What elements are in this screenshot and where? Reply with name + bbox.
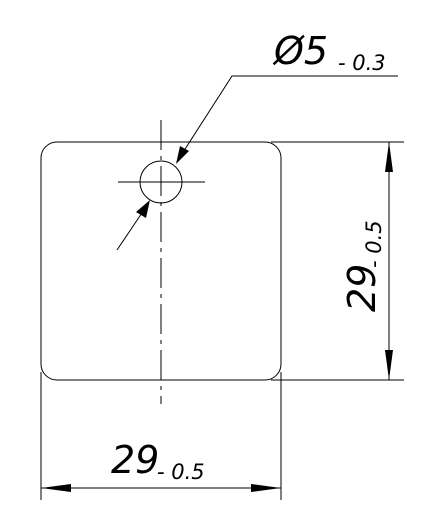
diameter-arrow-upper <box>176 146 189 164</box>
diameter-tolerance: - 0.3 <box>338 51 386 75</box>
width-tolerance: - 0.5 <box>157 460 205 484</box>
svg-text:- 0.5: - 0.5 <box>362 220 386 268</box>
height-label: 29 - 0.5 <box>340 220 386 312</box>
diameter-label: Ø5 <box>272 29 328 73</box>
diameter-arrow-lower <box>136 200 150 218</box>
height-arrow-top <box>385 142 393 172</box>
diameter-leader-line <box>177 75 398 161</box>
svg-text:29: 29 <box>340 264 384 312</box>
height-arrow-bottom <box>385 350 393 380</box>
width-arrow-right <box>251 484 281 492</box>
width-label: 29 <box>111 438 159 482</box>
width-arrow-left <box>41 484 71 492</box>
